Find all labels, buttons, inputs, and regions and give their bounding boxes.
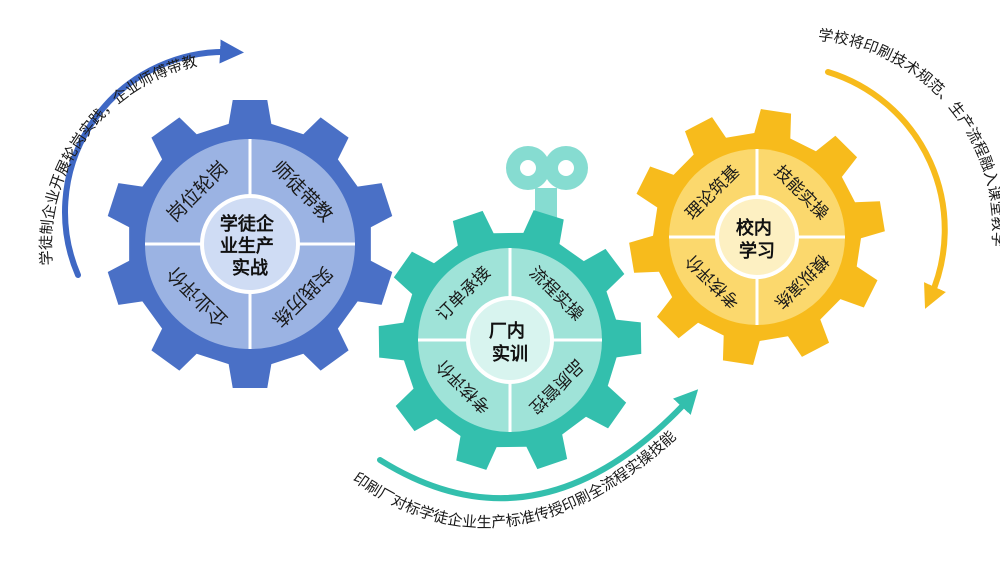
arrow-bottom [377, 389, 699, 502]
center-title-line-2: 实训 [492, 343, 528, 365]
center-title-line-2: 业生产 [220, 235, 274, 257]
center-title-line-1: 学徒企 [220, 213, 275, 235]
center-title-line-3: 实战 [232, 257, 268, 279]
gear-enterprise-practice: 岗位轮岗 师徒带教 实践历练 企业评价 学徒企 业生产 实战 [107, 100, 393, 388]
center-title-line-1: 厂内 [489, 320, 525, 342]
center-title-line-1: 校内 [736, 217, 772, 239]
gear-hub [719, 199, 795, 275]
gear-factory-training: 订单承接 流程实操 品质管控 考核评价 厂内 实训 [378, 210, 642, 470]
gear-school-study: 理论筑基 技能实操 模拟演练 考核评价 校内 学习 [629, 109, 885, 365]
center-title-line-2: 学习 [739, 240, 775, 262]
center-title: 厂内 实训 [489, 320, 531, 365]
gear-hub [204, 198, 296, 290]
center-title: 学徒企 业生产 实战 [220, 213, 280, 279]
gear-hub [470, 300, 550, 380]
arrow-left [62, 39, 244, 278]
arrow-right [825, 69, 948, 309]
center-title: 校内 学习 [736, 217, 778, 262]
